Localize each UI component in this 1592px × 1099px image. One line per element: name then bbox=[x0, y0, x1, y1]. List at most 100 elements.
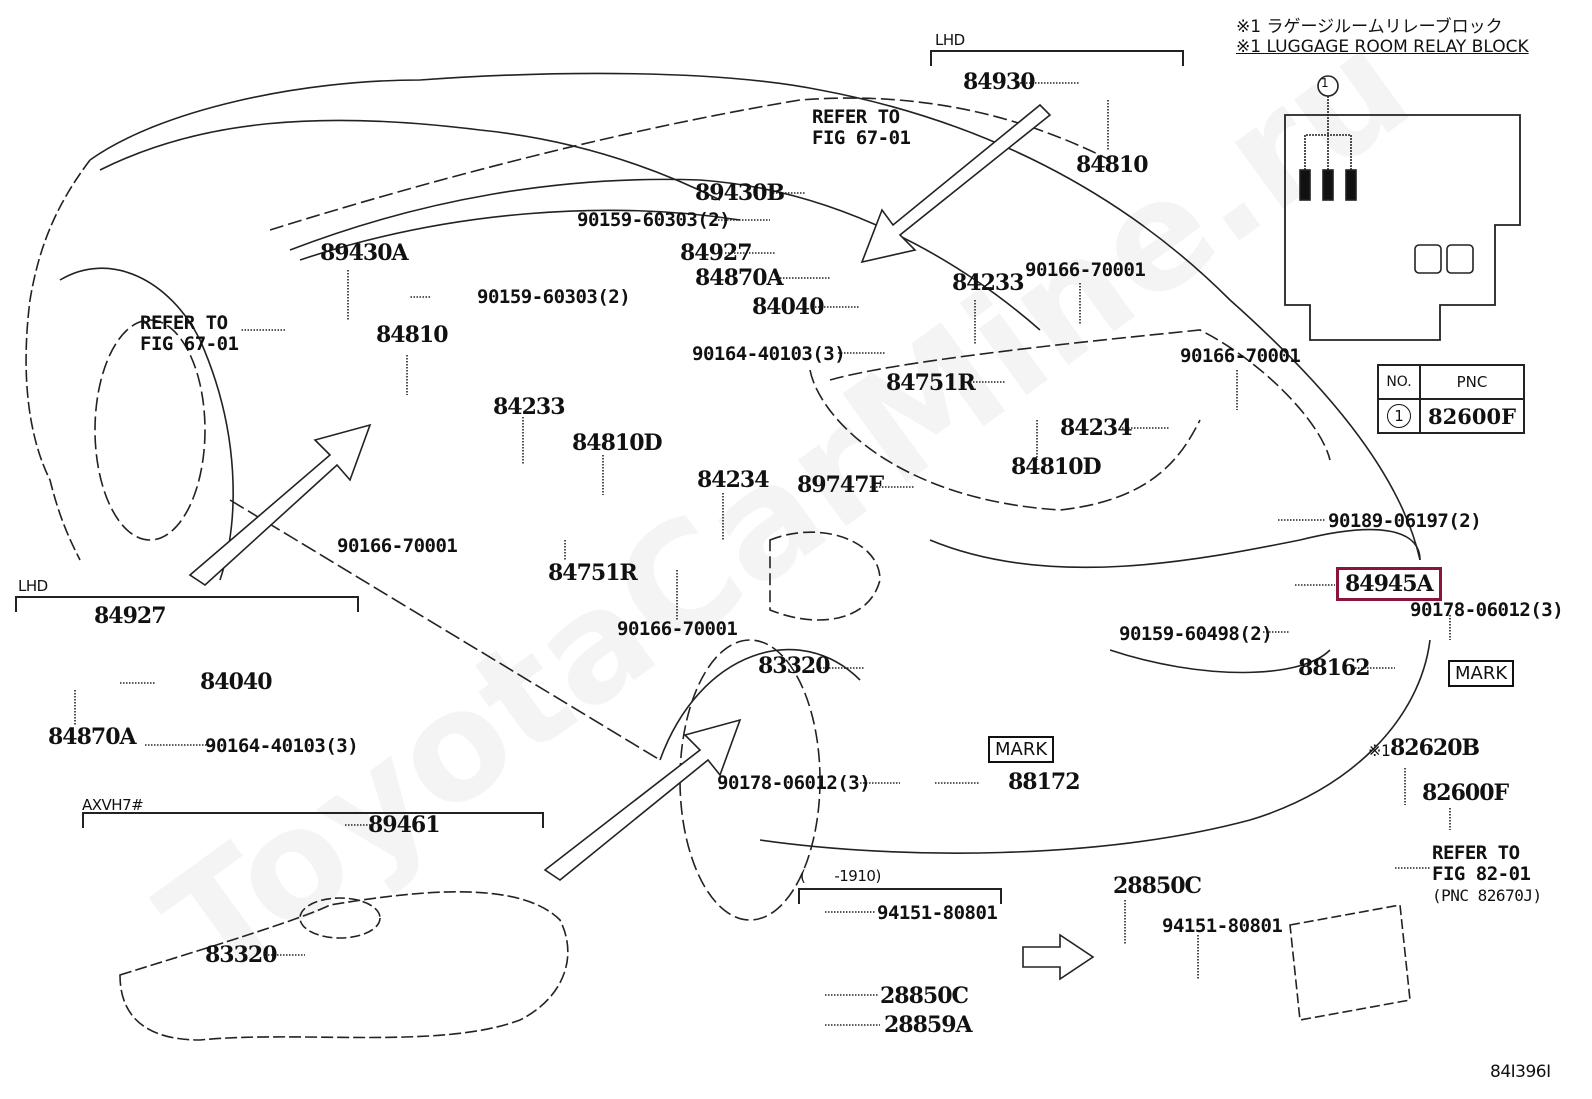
part-label[interactable]: 83320 bbox=[205, 942, 278, 968]
group-label-lhd-top: LHD bbox=[935, 31, 965, 49]
rear-wheel bbox=[679, 639, 821, 921]
relay-leader bbox=[1304, 95, 1352, 170]
rear-glass bbox=[809, 369, 1201, 511]
part-label[interactable]: 84810D bbox=[1011, 454, 1102, 480]
part-label[interactable]: 90189-06197(2) bbox=[1328, 510, 1482, 532]
fuel-tank-pump-flange bbox=[299, 897, 381, 939]
part-label[interactable]: 84870A bbox=[695, 265, 784, 291]
group-bracket-axvh7 bbox=[82, 812, 544, 828]
part-label[interactable]: 89430B bbox=[695, 180, 785, 206]
part-label[interactable]: 84233 bbox=[493, 394, 566, 420]
highlighted-part-label[interactable]: 84945A bbox=[1336, 567, 1442, 601]
pnc-row-value[interactable]: 82600F bbox=[1419, 398, 1525, 434]
group-label-axvh7: AXVH7# bbox=[82, 796, 144, 814]
relay-block-outline bbox=[1284, 114, 1521, 341]
part-label[interactable]: 28850C bbox=[1113, 873, 1202, 899]
part-label[interactable]: 89747F bbox=[797, 472, 884, 498]
side-window-line bbox=[289, 178, 1041, 331]
part-label[interactable]: 89461 bbox=[368, 812, 441, 838]
reference-note[interactable]: FIG 82-01 bbox=[1432, 863, 1531, 885]
part-label[interactable]: 90178-06012(3) bbox=[1410, 599, 1564, 621]
part-label[interactable]: 94151-80801 bbox=[877, 902, 998, 924]
part-label[interactable]: 28859A bbox=[884, 1012, 973, 1038]
part-label[interactable]: 90159-60498(2) bbox=[1119, 623, 1273, 645]
part-label[interactable]: 84233 bbox=[952, 270, 1025, 296]
part-label[interactable]: 84810 bbox=[376, 322, 449, 348]
part-label[interactable]: 83320 bbox=[758, 653, 831, 679]
relay-callout-number: 1 bbox=[1321, 76, 1329, 90]
part-label[interactable]: 90166-70001 bbox=[337, 535, 458, 557]
pnc-table-row: 1 82600F bbox=[1377, 398, 1525, 434]
part-label[interactable]: 84234 bbox=[1060, 415, 1133, 441]
reference-note: REFER TO bbox=[140, 312, 228, 334]
relay-terminal bbox=[1299, 169, 1311, 201]
part-label[interactable]: 84040 bbox=[752, 294, 825, 320]
reference-note[interactable]: FIG 67-01 bbox=[812, 127, 911, 149]
part-label[interactable]: 82620B bbox=[1390, 735, 1480, 761]
part-label[interactable]: 90166-70001 bbox=[617, 618, 738, 640]
relay-socket bbox=[1446, 244, 1474, 274]
part-label[interactable]: 82600F bbox=[1422, 780, 1509, 806]
part-label[interactable]: 84040 bbox=[200, 669, 273, 695]
roof-rail bbox=[269, 97, 1111, 231]
reference-note: (PNC 82670J) bbox=[1432, 886, 1542, 905]
part-label[interactable]: 28850C bbox=[880, 983, 969, 1009]
part-label[interactable]: 84927 bbox=[680, 240, 753, 266]
door-line bbox=[299, 209, 741, 261]
arrow-left bbox=[188, 423, 372, 587]
part-label[interactable]: 90166-70001 bbox=[1025, 259, 1146, 281]
pnc-row-no: 1 bbox=[1387, 404, 1411, 428]
relay-terminal bbox=[1322, 169, 1334, 201]
legend-note-japanese: ※1 ラゲージルームリレーブロック bbox=[1236, 17, 1503, 37]
car-front-line bbox=[25, 159, 91, 561]
part-label[interactable]: 90164-40103(3) bbox=[692, 343, 846, 365]
taillight bbox=[1109, 649, 1331, 674]
part-label[interactable]: 90178-06012(3) bbox=[717, 772, 871, 794]
part-label[interactable]: 84810D bbox=[572, 430, 663, 456]
front-wheel-arch bbox=[59, 267, 234, 581]
part-label[interactable]: 90159-60303(2) bbox=[477, 286, 631, 308]
trunk-opening bbox=[829, 329, 1331, 461]
rear-bumper bbox=[759, 639, 1431, 854]
group-bracket-date-range bbox=[798, 888, 1002, 904]
arrow-bottom-right bbox=[1022, 933, 1095, 981]
rear-wheel-arch bbox=[659, 648, 861, 761]
relay-callout-circle bbox=[1317, 75, 1339, 97]
pnc-header-pnc: PNC bbox=[1419, 364, 1525, 400]
relay-socket bbox=[1414, 244, 1442, 274]
part-label[interactable]: 88162 bbox=[1298, 655, 1371, 681]
relay-terminal bbox=[1345, 169, 1357, 201]
trunk-lid bbox=[929, 528, 1421, 569]
part-label[interactable]: 84810 bbox=[1076, 152, 1149, 178]
group-bracket-lhd-top bbox=[930, 50, 1184, 66]
leader-lines bbox=[74, 82, 1451, 1026]
part-label[interactable]: 90159-60303(2) bbox=[577, 209, 731, 231]
fuel-door bbox=[769, 531, 881, 621]
part-label[interactable]: 84870A bbox=[48, 724, 137, 750]
relay-note-marker: ※1 bbox=[1368, 741, 1391, 760]
part-label[interactable]: 88172 bbox=[1008, 769, 1081, 795]
mark-callout: MARK bbox=[988, 736, 1055, 763]
arrow-top bbox=[860, 103, 1052, 264]
front-wheel bbox=[94, 319, 206, 541]
part-label[interactable]: 84930 bbox=[963, 69, 1036, 95]
reference-note[interactable]: FIG 67-01 bbox=[140, 333, 239, 355]
car-roof-line bbox=[89, 72, 1421, 561]
part-label[interactable]: 84927 bbox=[94, 603, 167, 629]
part-label[interactable]: 84234 bbox=[697, 467, 770, 493]
part-label[interactable]: 89430A bbox=[320, 240, 409, 266]
reference-note: REFER TO bbox=[812, 106, 900, 128]
pnc-header-no: NO. bbox=[1377, 364, 1421, 400]
windshield bbox=[99, 119, 721, 201]
part-label[interactable]: 94151-80801 bbox=[1162, 915, 1283, 937]
part-label[interactable]: 90166-70001 bbox=[1180, 345, 1301, 367]
part-label[interactable]: 84751R bbox=[548, 560, 638, 586]
part-label[interactable]: 84751R bbox=[886, 370, 976, 396]
mark-callout: MARK bbox=[1448, 660, 1515, 687]
arrow-bottom bbox=[543, 718, 742, 881]
part-label[interactable]: 90164-40103(3) bbox=[205, 735, 359, 757]
group-bracket-lhd-left bbox=[15, 596, 359, 612]
group-label-date-range: ( -1910) bbox=[800, 867, 881, 885]
